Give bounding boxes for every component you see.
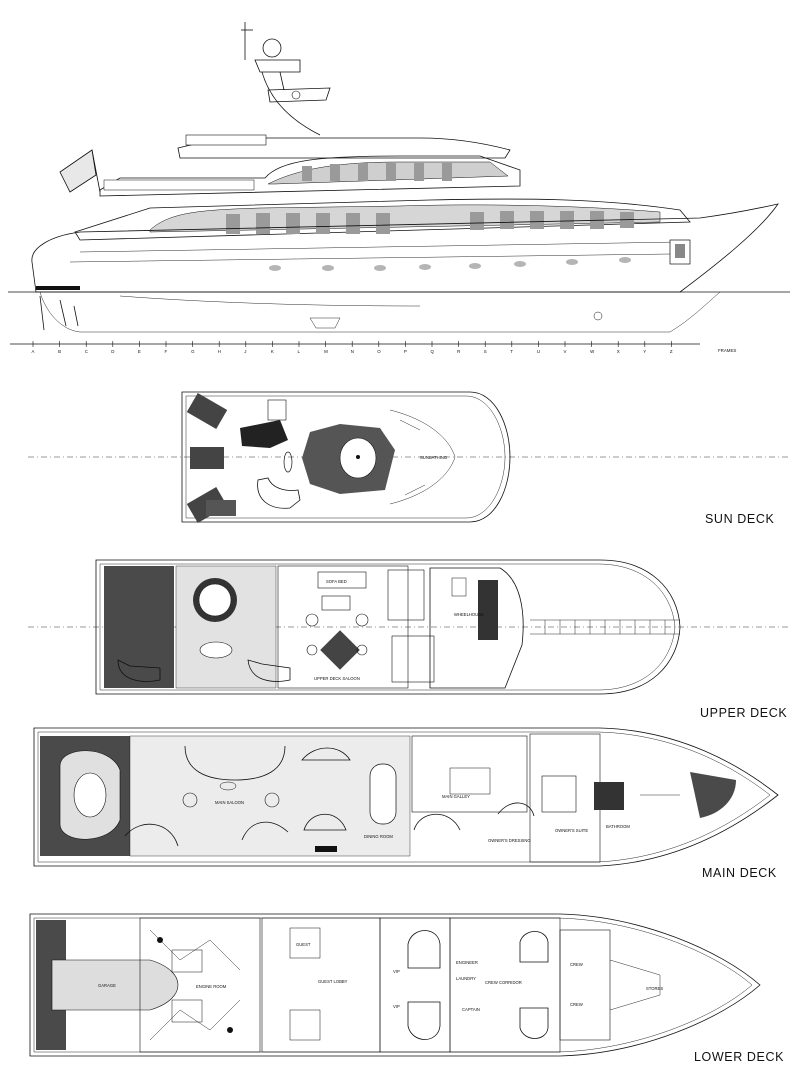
wheelhouse-label: WHEELHOUSE bbox=[454, 612, 484, 617]
frame-letter: S bbox=[484, 349, 487, 354]
upper-deck-plan: SOFA BED UPPER DECK SALOON WHEELHOUSE bbox=[28, 559, 790, 695]
frame-letter: Q bbox=[431, 349, 435, 354]
sunbathing-label: SUNBATHING bbox=[420, 455, 447, 460]
sunbeds bbox=[186, 392, 236, 524]
frame-letter: Y bbox=[643, 349, 646, 354]
frame-letter: P bbox=[404, 349, 407, 354]
frame-letter: M bbox=[324, 349, 328, 354]
round-table bbox=[193, 578, 237, 659]
upper-deck-label: UPPER DECK bbox=[700, 706, 788, 720]
crew-top-label: CREW bbox=[570, 962, 583, 967]
crew-corridor-label: CREW CORRIDOR bbox=[485, 980, 522, 985]
spa-pool bbox=[302, 424, 395, 494]
bathroom-label: BATHROOM bbox=[606, 824, 630, 829]
dining-room-label: DINING ROOM bbox=[364, 834, 393, 839]
sun-deck-profile bbox=[177, 137, 511, 159]
guest-lobby-label: GUEST LOBBY bbox=[318, 979, 348, 984]
guest-label: GUEST bbox=[296, 942, 311, 947]
main-deck-profile bbox=[74, 198, 691, 241]
laundry-label: LAUNDRY bbox=[456, 976, 476, 981]
flag bbox=[59, 149, 101, 193]
frame-letter: R bbox=[457, 349, 460, 354]
upper-deck-profile bbox=[99, 155, 521, 197]
sun-deck-label: SUN DECK bbox=[705, 512, 775, 526]
frame-letter: Z bbox=[670, 349, 673, 354]
wheelhouse: WHEELHOUSE bbox=[429, 567, 524, 689]
vip-bottom-label: VIP bbox=[393, 1004, 400, 1009]
engine-room-label: ENGINE ROOM bbox=[196, 984, 227, 989]
engineer-label: ENGINEER bbox=[456, 960, 478, 965]
foredeck-grid bbox=[530, 619, 680, 635]
main-deck-plan: MAIN SALOON DINING ROOM MAIN GALLEY OWNE… bbox=[33, 727, 779, 867]
lower-deck-plan: GARAGE ENGINE ROOM GUEST GUEST LOBBY VIP… bbox=[29, 913, 761, 1057]
sun-deck-plan: SUNBATHING bbox=[28, 391, 790, 524]
garage-label: GARAGE bbox=[98, 983, 116, 988]
frame-letter: D bbox=[111, 349, 114, 354]
main-galley-label: MAIN GALLEY bbox=[442, 794, 470, 799]
frame-letter: L bbox=[298, 349, 301, 354]
frame-letter: T bbox=[510, 349, 513, 354]
main-deck-label: MAIN DECK bbox=[702, 866, 777, 880]
portholes bbox=[269, 257, 631, 271]
mast bbox=[241, 22, 331, 136]
frame-letter: V bbox=[564, 349, 567, 354]
frame-letter: E bbox=[138, 349, 141, 354]
lower-deck-label: LOWER DECK bbox=[694, 1050, 785, 1064]
frame-letter: B bbox=[58, 349, 61, 354]
frame-letter: G bbox=[191, 349, 195, 354]
frame-letter: J bbox=[244, 349, 246, 354]
frames-label: FRAMES bbox=[718, 348, 736, 353]
frame-letter: W bbox=[590, 349, 595, 354]
frame-letter: O bbox=[377, 349, 381, 354]
owners-dressing-label: OWNER'S DRESSING bbox=[488, 838, 531, 843]
crew-bottom-label: CREW bbox=[570, 1002, 583, 1007]
upper-saloon-label: UPPER DECK SALOON bbox=[314, 676, 360, 681]
frame-letter: N bbox=[351, 349, 354, 354]
vip-top-label: VIP bbox=[393, 969, 400, 974]
captain-label: CAPTAIN bbox=[462, 1007, 480, 1012]
frame-letter: F bbox=[165, 349, 168, 354]
frame-letter: K bbox=[271, 349, 274, 354]
main-windows bbox=[226, 211, 634, 234]
stores-label: STORES bbox=[646, 986, 663, 991]
upper-windows bbox=[302, 163, 452, 181]
frame-letter: A bbox=[32, 349, 35, 354]
engine-room: ENGINE ROOM bbox=[139, 917, 261, 1053]
owners-suite-label: OWNER'S SUITE bbox=[555, 828, 588, 833]
main-saloon-label: MAIN SALOON bbox=[215, 800, 244, 805]
frame-letter: C bbox=[85, 349, 88, 354]
side-profile: A B C D E F G H J K L M N O P Q R S T U V W X Y Z FRAMES bbox=[8, 22, 790, 354]
sofa-bed-label: SOFA BED bbox=[326, 579, 347, 584]
frame-letter: U bbox=[537, 349, 540, 354]
frame-letter: H bbox=[218, 349, 221, 354]
hull-profile bbox=[31, 203, 779, 293]
frame-letter: X bbox=[617, 349, 620, 354]
